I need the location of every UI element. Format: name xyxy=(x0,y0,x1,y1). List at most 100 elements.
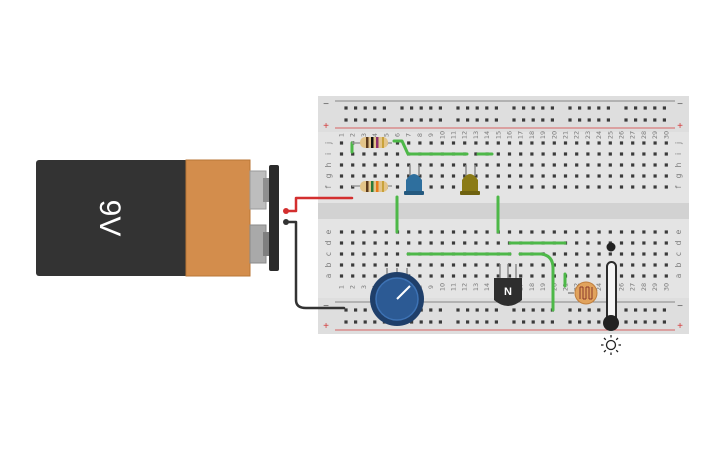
breadboard-hole[interactable] xyxy=(631,185,635,189)
rail-hole[interactable] xyxy=(344,308,348,312)
rail-hole[interactable] xyxy=(429,106,433,110)
breadboard-hole[interactable] xyxy=(507,163,512,167)
breadboard-hole[interactable] xyxy=(407,263,411,267)
breadboard-hole[interactable] xyxy=(395,263,400,267)
rail-hole[interactable] xyxy=(410,106,414,110)
rail-hole[interactable] xyxy=(456,320,460,324)
breadboard-hole[interactable] xyxy=(653,230,657,234)
wire-red-battery[interactable] xyxy=(284,196,354,213)
rail-hole[interactable] xyxy=(475,308,479,312)
rail-hole[interactable] xyxy=(522,308,526,312)
rail-hole[interactable] xyxy=(587,308,591,312)
breadboard-hole[interactable] xyxy=(597,152,601,156)
breadboard-hole[interactable] xyxy=(575,185,579,189)
breadboard-hole[interactable] xyxy=(485,274,489,278)
rail-hole[interactable] xyxy=(429,320,433,324)
breadboard-hole[interactable] xyxy=(418,174,422,178)
breadboard-hole[interactable] xyxy=(519,185,523,189)
breadboard-holes[interactable] xyxy=(339,106,668,324)
rail-hole[interactable] xyxy=(400,118,404,122)
breadboard-hole[interactable] xyxy=(339,163,344,167)
breadboard-hole[interactable] xyxy=(373,241,377,245)
rail-hole[interactable] xyxy=(624,308,628,312)
breadboard-hole[interactable] xyxy=(440,185,444,189)
breadboard-hole[interactable] xyxy=(440,263,444,267)
breadboard-hole[interactable] xyxy=(664,274,668,278)
breadboard-hole[interactable] xyxy=(373,230,377,234)
breadboard-hole[interactable] xyxy=(429,185,433,189)
rail-hole[interactable] xyxy=(541,118,545,122)
breadboard-hole[interactable] xyxy=(474,163,478,167)
rail-hole[interactable] xyxy=(597,106,601,110)
rail-hole[interactable] xyxy=(485,106,489,110)
rail-hole[interactable] xyxy=(466,106,470,110)
rail-hole[interactable] xyxy=(512,320,516,324)
breadboard-hole[interactable] xyxy=(530,185,534,189)
breadboard-hole[interactable] xyxy=(586,263,590,267)
breadboard-hole[interactable] xyxy=(507,263,512,267)
rail-hole[interactable] xyxy=(531,106,535,110)
breadboard-hole[interactable] xyxy=(653,141,657,145)
breadboard-hole[interactable] xyxy=(407,163,411,167)
rail-hole[interactable] xyxy=(494,320,498,324)
rail-hole[interactable] xyxy=(419,320,423,324)
rail-hole[interactable] xyxy=(541,308,545,312)
breadboard-hole[interactable] xyxy=(474,141,478,145)
breadboard-hole[interactable] xyxy=(440,230,444,234)
breadboard-hole[interactable] xyxy=(451,263,456,267)
breadboard-hole[interactable] xyxy=(474,274,478,278)
rail-hole[interactable] xyxy=(485,308,489,312)
breadboard-hole[interactable] xyxy=(429,263,433,267)
rail-hole[interactable] xyxy=(624,118,628,122)
potentiometer[interactable] xyxy=(370,268,424,326)
breadboard-hole[interactable] xyxy=(440,274,444,278)
rail-hole[interactable] xyxy=(541,320,545,324)
rail-hole[interactable] xyxy=(344,320,348,324)
breadboard-hole[interactable] xyxy=(552,163,556,167)
breadboard-hole[interactable] xyxy=(351,152,355,156)
breadboard-hole[interactable] xyxy=(351,274,355,278)
breadboard-hole[interactable] xyxy=(485,263,489,267)
breadboard-hole[interactable] xyxy=(395,163,400,167)
rail-hole[interactable] xyxy=(643,320,647,324)
rail-hole[interactable] xyxy=(568,320,572,324)
breadboard-hole[interactable] xyxy=(339,185,344,189)
rail-hole[interactable] xyxy=(662,118,666,122)
breadboard-hole[interactable] xyxy=(362,252,366,256)
breadboard-hole[interactable] xyxy=(384,163,388,167)
breadboard-hole[interactable] xyxy=(496,185,500,189)
breadboard-hole[interactable] xyxy=(552,252,556,256)
breadboard-hole[interactable] xyxy=(653,263,657,267)
breadboard-hole[interactable] xyxy=(474,174,478,178)
rail-hole[interactable] xyxy=(363,118,367,122)
breadboard-hole[interactable] xyxy=(351,230,355,234)
breadboard-hole[interactable] xyxy=(362,230,366,234)
breadboard-hole[interactable] xyxy=(653,274,657,278)
light-intensity-slider[interactable] xyxy=(601,242,621,356)
breadboard-hole[interactable] xyxy=(418,230,422,234)
breadboard-hole[interactable] xyxy=(653,163,657,167)
breadboard-hole[interactable] xyxy=(440,163,444,167)
rail-hole[interactable] xyxy=(606,118,610,122)
breadboard-hole[interactable] xyxy=(619,241,624,245)
breadboard-hole[interactable] xyxy=(339,152,344,156)
breadboard-hole[interactable] xyxy=(507,141,512,145)
breadboard-hole[interactable] xyxy=(619,163,624,167)
breadboard-hole[interactable] xyxy=(373,163,377,167)
breadboard-hole[interactable] xyxy=(597,274,601,278)
breadboard-hole[interactable] xyxy=(339,141,344,145)
breadboard-hole[interactable] xyxy=(586,274,590,278)
rail-hole[interactable] xyxy=(485,320,489,324)
rail-hole[interactable] xyxy=(512,308,516,312)
rail-hole[interactable] xyxy=(653,320,657,324)
breadboard-hole[interactable] xyxy=(384,152,388,156)
rail-hole[interactable] xyxy=(354,118,358,122)
breadboard-hole[interactable] xyxy=(339,252,344,256)
breadboard-hole[interactable] xyxy=(519,230,523,234)
breadboard-hole[interactable] xyxy=(664,141,668,145)
breadboard-hole[interactable] xyxy=(653,241,657,245)
rail-hole[interactable] xyxy=(587,106,591,110)
rail-hole[interactable] xyxy=(653,118,657,122)
rail-hole[interactable] xyxy=(662,106,666,110)
breadboard-hole[interactable] xyxy=(474,263,478,267)
